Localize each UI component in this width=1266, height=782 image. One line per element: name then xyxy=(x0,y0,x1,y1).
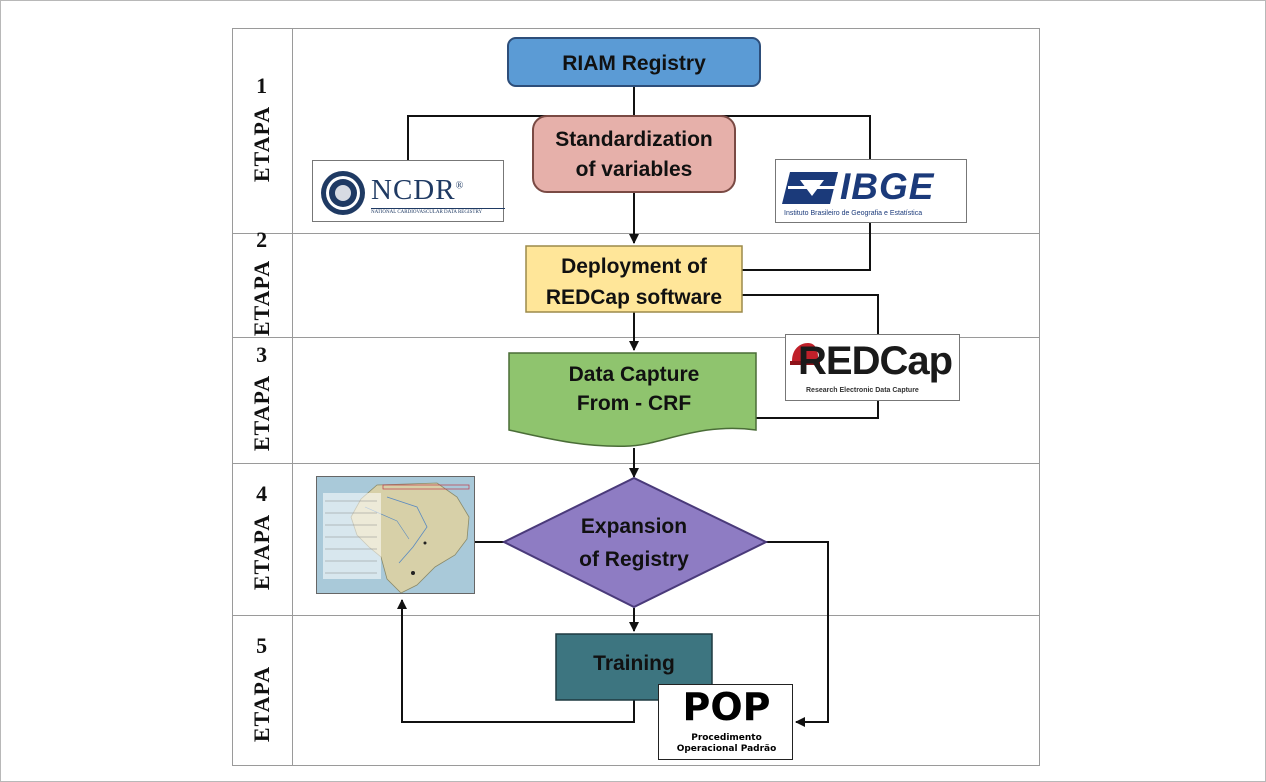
map-image xyxy=(317,477,474,593)
expansion-label-1: Expansion xyxy=(581,515,687,538)
connectors xyxy=(397,86,879,727)
node-standardization: Standardization of variables xyxy=(532,115,736,193)
stage-divider-1 xyxy=(232,233,1040,234)
pop-subtitle-2: Operacional Padrão xyxy=(676,744,777,754)
stage-column-divider xyxy=(292,28,293,766)
ncdr-name: NCDR® xyxy=(371,174,465,206)
stage-table xyxy=(232,28,1040,766)
stage-divider-4 xyxy=(232,615,1040,616)
ncdr-seal-icon xyxy=(321,171,365,215)
training-label: Training xyxy=(593,652,675,675)
node-expansion: Expansion of Registry xyxy=(501,476,769,609)
arrow-training-map xyxy=(397,599,635,723)
ncdr-subtitle: NATIONAL CARDIOVASCULAR DATA REGISTRY xyxy=(371,208,505,215)
pop-name: POP xyxy=(682,685,771,729)
ibge-logo: IBGE Instituto Brasileiro de Geografia e… xyxy=(775,159,967,223)
expansion-label-2: of Registry xyxy=(579,548,689,571)
ibge-emblem-icon xyxy=(782,172,838,204)
redcap-name: REDCap xyxy=(798,339,953,383)
standardization-label-2: of variables xyxy=(576,158,693,181)
ncdr-logo: NCDR® NATIONAL CARDIOVASCULAR DATA REGIS… xyxy=(312,160,505,222)
deployment-label-2: REDCap software xyxy=(546,286,722,309)
node-riam-registry: RIAM Registry xyxy=(507,37,761,87)
arrow-expansion-pop xyxy=(766,541,829,727)
connector-redcap-capture xyxy=(756,400,879,419)
pop-logo: POP Procedimento Operacional Padrão xyxy=(658,684,793,760)
redcap-subtitle: Research Electronic Data Capture xyxy=(806,387,919,394)
brazil-map-thumbnail xyxy=(316,476,475,594)
stage-divider-2 xyxy=(232,337,1040,338)
stage-divider-3 xyxy=(232,463,1040,464)
node-data-capture: Data Capture From - CRF xyxy=(508,352,757,448)
pop-subtitle-1: Procedimento xyxy=(691,733,762,743)
redcap-cap-icon xyxy=(790,343,820,365)
redcap-logo: REDCap Research Electronic Data Capture xyxy=(785,334,960,401)
ibge-name: IBGE xyxy=(840,166,935,207)
connector-ibge-deploy xyxy=(742,222,871,271)
ibge-subtitle: Instituto Brasileiro de Geografia e Esta… xyxy=(784,210,923,217)
connector-deploy-redcap xyxy=(742,294,879,334)
node-deployment: Deployment of REDCap software xyxy=(525,245,743,313)
data-capture-label-1: Data Capture xyxy=(569,363,700,386)
standardization-label-1: Standardization xyxy=(555,128,713,151)
riam-label: RIAM Registry xyxy=(562,52,706,75)
deployment-label-1: Deployment of xyxy=(561,255,708,278)
data-capture-label-2: From - CRF xyxy=(577,392,691,415)
